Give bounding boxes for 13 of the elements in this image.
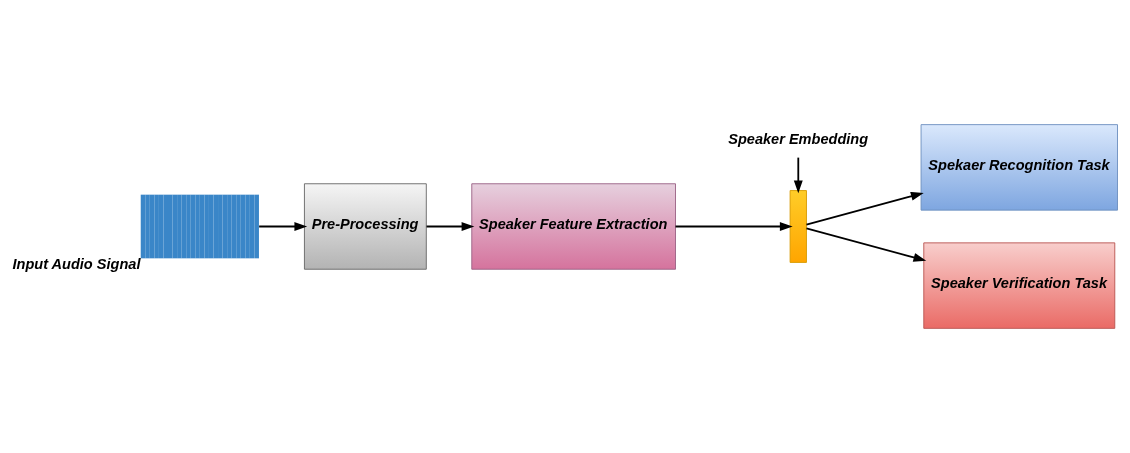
node-text: Speaker Embedding <box>728 130 869 147</box>
node-box: Pre-Processing <box>303 183 427 270</box>
node-label: Input Audio Signal <box>12 256 141 273</box>
arrow <box>805 191 924 226</box>
arrow <box>674 222 793 231</box>
arrow <box>425 222 475 231</box>
node-box: Speaker Feature Extraction <box>471 183 676 270</box>
arrow <box>258 222 308 231</box>
node-box: Speaker Verification Task <box>923 242 1116 329</box>
arrow <box>793 156 803 194</box>
node-box: Spekaer Recognition Task <box>920 124 1118 211</box>
arrow <box>805 227 927 262</box>
node-bar <box>789 190 807 263</box>
